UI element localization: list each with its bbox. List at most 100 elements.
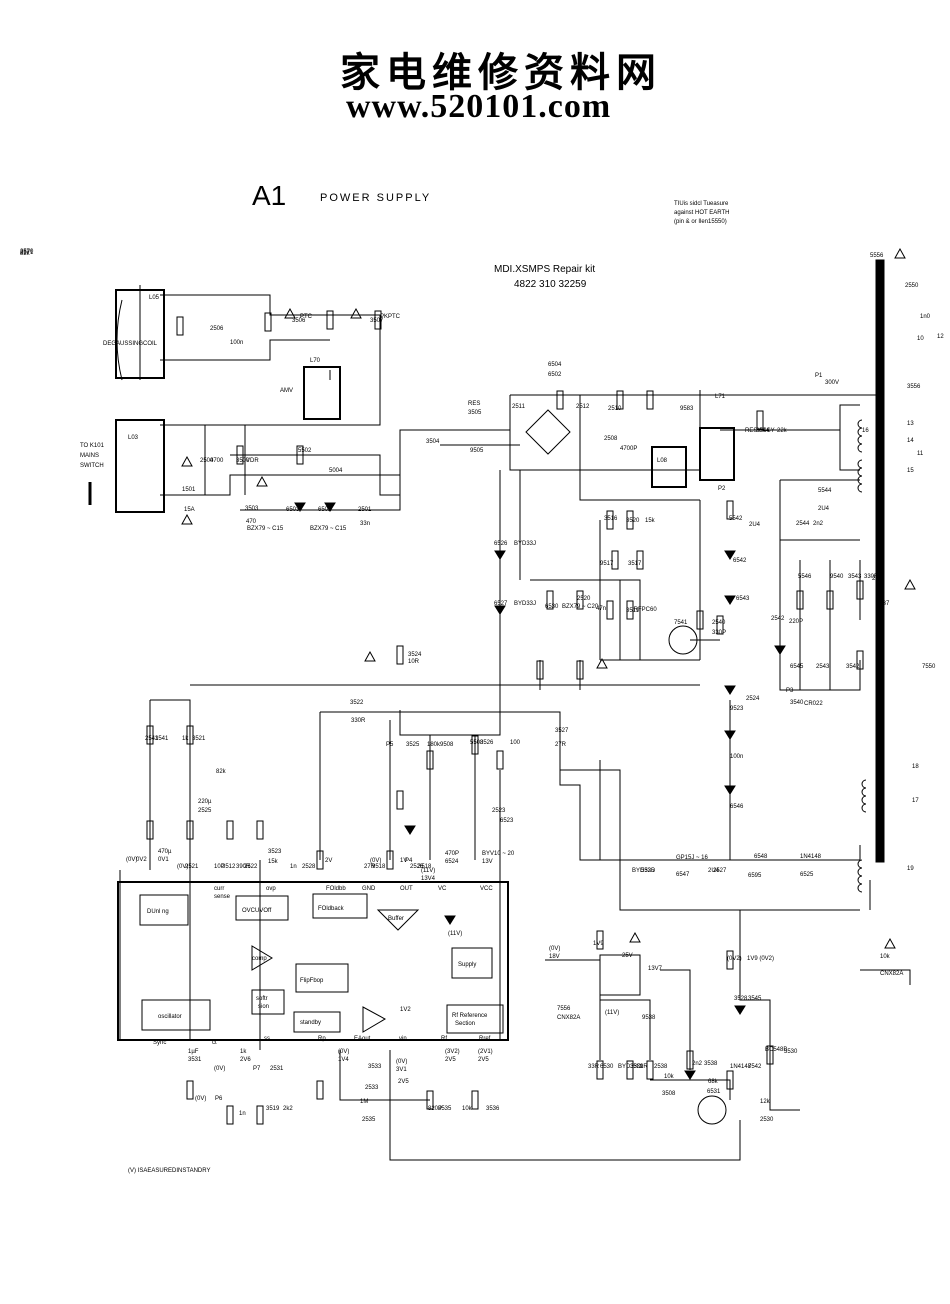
error-amp [362,1006,387,1033]
component-label: 100 [510,740,521,746]
degaussing-coil-icon [116,299,123,381]
component-label: 2533 [365,1085,379,1091]
component-label: (0V) [195,1096,206,1102]
component-label: 3545 [748,996,762,1002]
component-label: 22k [872,576,883,582]
resistor [536,660,544,680]
component-label: 12k [760,1099,771,1105]
mosfet-7541 [668,625,698,655]
wire [320,711,561,740]
component-label: 1k [182,736,189,742]
component-label: 9523 [730,706,744,712]
ic-block-label: ovp [266,886,276,892]
component-label: 6547 [676,872,690,878]
component-label: BYD33D [632,868,656,874]
component-label: 3516 [604,516,618,522]
component-label: 3500 [236,458,250,464]
resistor [146,820,154,840]
wire [559,740,861,861]
component-label: BZX79 ~ C20 [562,604,599,610]
component-label: 3508 [662,1091,676,1097]
ic-block [295,963,349,993]
component-label: 33n [360,521,370,527]
component-label: 3526 [480,740,494,746]
component-label: 6502 [548,372,562,378]
component-label: 1N4148 [730,1064,752,1070]
component-label: 2571 [20,250,34,256]
component-label: 7556 [557,1006,571,1012]
resistor [496,750,504,770]
component-label: 2V5 [478,1057,489,1063]
wire [545,959,601,980]
ic-block [141,999,211,1031]
resistor [686,1050,694,1070]
component-label: P6 [215,1096,223,1102]
wire [389,1050,741,1161]
ic-block [293,1011,341,1033]
resistor [576,660,584,680]
component-label: 9508 [440,742,454,748]
resistor [226,820,234,840]
resistor [296,445,304,465]
winding-coil [857,483,863,493]
component-label: 470P [445,851,459,857]
diode [494,605,506,615]
component-label: 2k2 [283,1106,293,1112]
component-label: 2n2 [692,1061,703,1067]
watermark-url: www.520101.com [346,88,612,125]
component-label: 2540 [712,620,726,626]
component-label: BZX79 ~ C15 [247,526,284,532]
warning-icon [256,475,268,487]
resistor [611,550,619,570]
component-label: 470 [246,519,257,525]
resistor [716,615,724,635]
component-label: (0V) [338,1049,349,1055]
buffer-amp [376,909,420,931]
component-label: 18 [912,764,919,770]
wire [509,390,701,471]
warning-icon [350,307,362,319]
resistor [236,445,244,465]
component-label: 6526 [494,541,508,547]
component-label: 6543 [736,596,750,602]
component-label: 10P [214,864,225,870]
resistor [726,500,734,520]
component-label: 11 [917,451,924,457]
component-label: 82k [216,769,227,775]
component-label: 6530 [545,604,559,610]
component-label: 6530 [600,1064,614,1070]
winding-coil [857,867,863,877]
component-label: 7541 [674,620,688,626]
component-label: CNX82A [880,971,903,977]
component-label: 27R [555,742,567,748]
component-label: 6527 [494,601,508,607]
resistor [636,550,644,570]
ic-block-label: OVCUVOff [242,908,272,914]
resistor [826,590,834,610]
ic-block-label: Rref [479,1036,491,1042]
transformer-core [875,259,885,863]
resistor [696,610,704,630]
component-label: L08 [657,458,668,464]
winding-coil [861,779,867,789]
component-label: (0V) [177,864,188,870]
component-label: 3533 [368,1064,382,1070]
ic-block-label: ct [212,1040,217,1046]
component-label: 1n0 [920,314,931,320]
component-label: 6523 [500,818,514,824]
winding-coil [857,435,863,445]
component-label: 25V [622,953,633,959]
component-label: 6548 [754,854,768,860]
component-label: 2U4 [749,522,761,528]
component-label: 6595 [748,873,762,879]
warning-icon [596,657,608,669]
component-label: P7 [253,1066,261,1072]
watermark-chinese: 家电维修资料网 [340,49,662,96]
component-label: 13 [907,421,914,427]
winding-coil [861,787,867,797]
resistor [186,1080,194,1100]
component-label: 2527 [713,868,727,874]
component-label: L03 [128,435,139,441]
component-label: (0V) [396,1059,407,1065]
